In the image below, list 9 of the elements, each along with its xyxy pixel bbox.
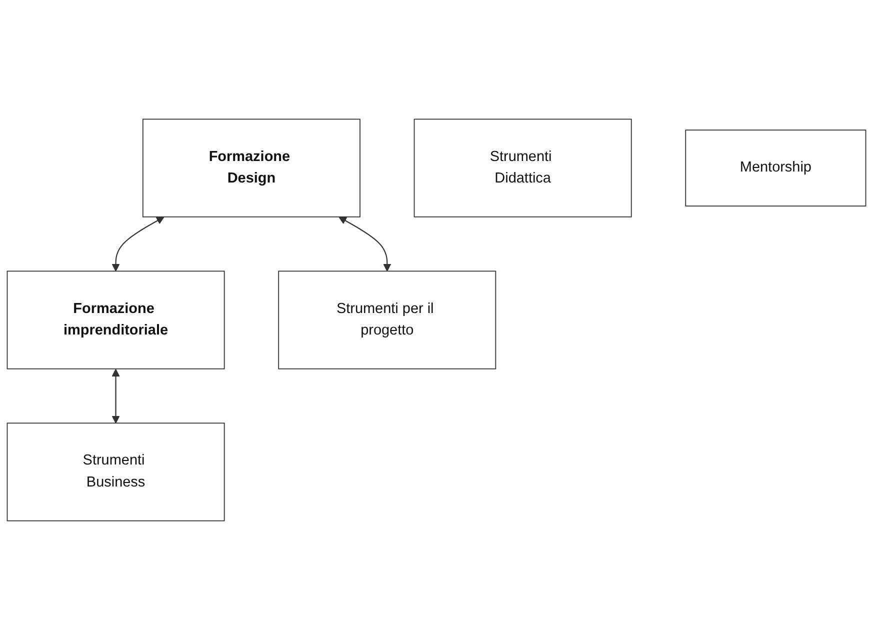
node-box [6,422,225,522]
arrow [338,216,392,272]
node-box [278,270,496,370]
arrow [112,216,164,272]
arrow [112,368,120,424]
node-box [685,130,866,206]
node-box [6,270,225,370]
node-box [414,118,632,218]
node-box [142,118,360,218]
